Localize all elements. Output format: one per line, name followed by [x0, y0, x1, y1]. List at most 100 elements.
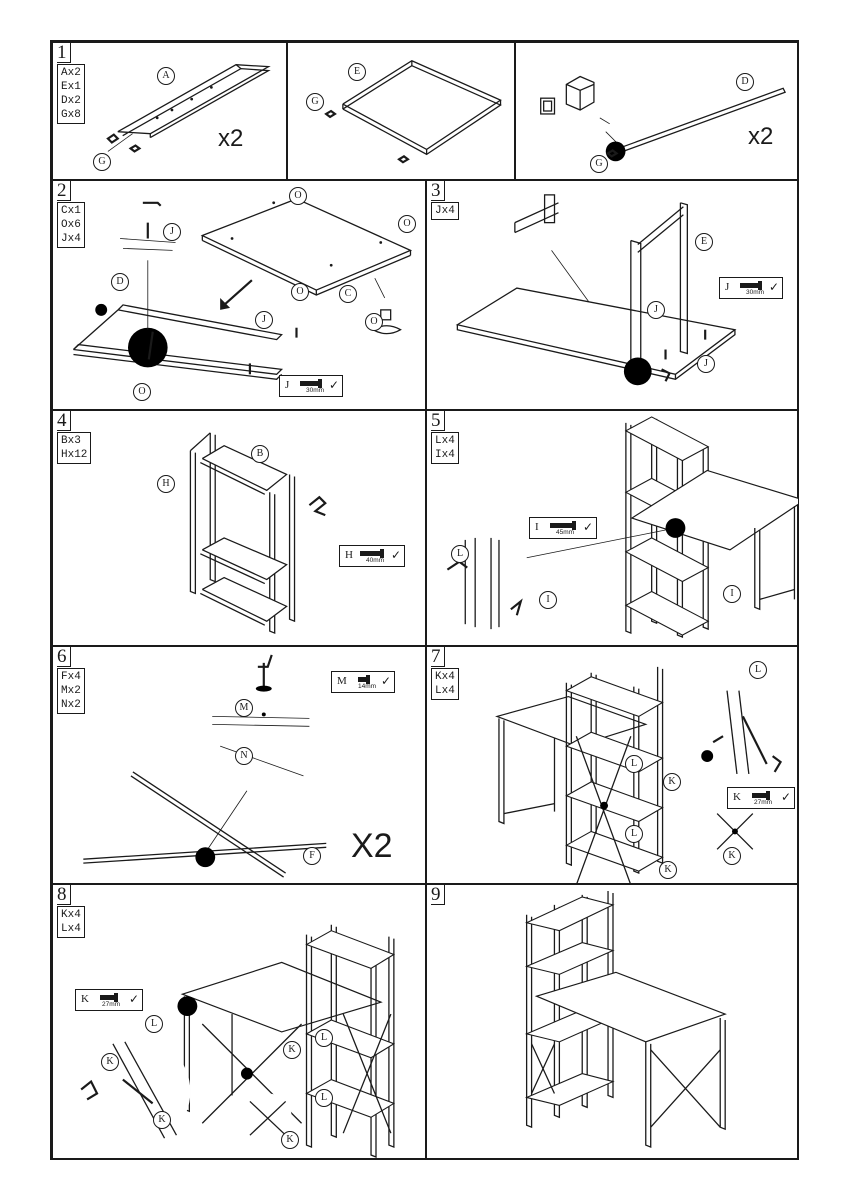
- callout-n: N: [235, 747, 253, 765]
- screw-icon: [358, 675, 370, 684]
- part-count: Kx4: [435, 671, 455, 683]
- part-count: Nx2: [61, 699, 81, 711]
- screw-icon: [100, 993, 118, 1002]
- callout-l: L: [315, 1029, 333, 1047]
- step-number: 8: [57, 885, 71, 905]
- parts-list: Fx4 Mx2 Nx2: [57, 668, 85, 714]
- callout-j: J: [647, 301, 665, 319]
- screw-length: 27mm: [102, 1001, 121, 1008]
- desk-leg-frame-drawing: [455, 190, 737, 386]
- callout-b: B: [251, 445, 269, 463]
- check-icon: ✓: [582, 520, 593, 534]
- screw-h-box: H 40mm ✓: [339, 545, 405, 567]
- screw-k-box: K 27mm ✓: [75, 989, 143, 1011]
- screw-label: K: [81, 993, 89, 1005]
- desktop-assembly-drawing: [72, 198, 413, 380]
- callout-o: O: [289, 187, 307, 205]
- parts-list: Kx4 Lx4: [431, 668, 459, 700]
- screw-label: H: [345, 549, 353, 561]
- callout-l: L: [625, 755, 643, 773]
- callout-k: K: [283, 1041, 301, 1059]
- step-6-panel: 6 Fx4 Mx2 Nx2 M N F X2 M: [52, 646, 426, 884]
- part-count: Mx2: [61, 685, 81, 697]
- check-icon: ✓: [328, 378, 339, 392]
- screw-length: 30mm: [746, 289, 765, 296]
- callout-g: G: [93, 153, 111, 171]
- step-number: 1: [57, 43, 71, 63]
- screw-i-box: I 45mm ✓: [529, 517, 597, 539]
- callout-j: O: [133, 383, 151, 401]
- parts-list: Lx4 Ix4: [431, 432, 459, 464]
- part-count: Cx1: [61, 205, 81, 217]
- shelf-to-desk-drawing: [437, 416, 798, 639]
- screw-label: I: [535, 521, 539, 533]
- callout-h: H: [157, 475, 175, 493]
- part-count: Gx8: [61, 109, 81, 121]
- step-2-panel: 2 Cx1 Ox6 Jx4: [52, 180, 426, 410]
- screw-length: 30mm: [306, 387, 325, 394]
- step-number: 3: [431, 181, 445, 201]
- step-3-panel: 3 Jx4 E J J J 30mm ✓: [426, 180, 799, 410]
- callout-k: K: [153, 1111, 171, 1129]
- part-count: Ax2: [61, 67, 81, 79]
- callout-o: O: [398, 215, 416, 233]
- callout-e: E: [695, 233, 713, 251]
- screw-length: 27mm: [754, 799, 773, 806]
- callout-l: L: [451, 545, 469, 563]
- check-icon: ✓: [128, 992, 139, 1006]
- multiplier: x2: [748, 123, 774, 150]
- step-9-panel: 9: [426, 884, 799, 1160]
- parts-list: Kx4 Lx4: [57, 906, 85, 938]
- part-count: Jx4: [435, 205, 455, 217]
- multiplier: x2: [218, 125, 244, 152]
- screw-m-box: M 14mm ✓: [331, 671, 395, 693]
- rear-brace-drawing: [79, 924, 396, 1158]
- callout-j: J: [697, 355, 715, 373]
- screw-label: M: [337, 675, 347, 687]
- check-icon: ✓: [390, 548, 401, 562]
- callout-a: A: [157, 67, 175, 85]
- callout-k: K: [663, 773, 681, 791]
- check-icon: ✓: [768, 280, 779, 294]
- callout-e: E: [348, 63, 366, 81]
- parts-list: Cx1 Ox6 Jx4: [57, 202, 85, 248]
- check-icon: ✓: [380, 674, 391, 688]
- part-count: Jx4: [61, 233, 81, 245]
- cross-brace-drawing: [83, 654, 327, 878]
- finished-desk-drawing: [524, 890, 727, 1149]
- check-icon: ✓: [780, 790, 791, 804]
- instruction-sheet: 1 Ax2 Ex1 Dx2 Gx8 A G x2: [50, 40, 799, 1160]
- part-count: Lx4: [61, 923, 81, 935]
- part-count: Ex1: [61, 81, 81, 93]
- part-count: Bx3: [61, 435, 81, 447]
- callout-j: J: [163, 223, 181, 241]
- step-8-panel: 8 Kx4 Lx4 L K K: [52, 884, 426, 1160]
- step-number: 7: [431, 647, 445, 667]
- screw-j-box: J 30mm ✓: [719, 277, 783, 299]
- shelf-unit-drawing: [189, 432, 327, 635]
- part-count: Lx4: [435, 685, 455, 697]
- callout-k: K: [281, 1131, 299, 1149]
- callout-l: L: [145, 1015, 163, 1033]
- callout-l: L: [315, 1089, 333, 1107]
- screw-icon: [740, 281, 762, 290]
- screw-length: 45mm: [556, 529, 575, 536]
- callout-o: O: [291, 283, 309, 301]
- callout-k: K: [723, 847, 741, 865]
- callout-d: D: [111, 273, 129, 291]
- screw-label: J: [725, 281, 730, 293]
- callout-g: G: [306, 93, 324, 111]
- part-count: Hx12: [61, 449, 88, 461]
- step-1-panel-b: E G: [287, 42, 515, 180]
- parts-list: Ax2 Ex1 Dx2 Gx8: [57, 64, 85, 124]
- screw-length: 14mm: [358, 683, 377, 690]
- part-count: Ix4: [435, 449, 455, 461]
- screw-label: K: [733, 791, 741, 803]
- brace-install-drawing: [495, 666, 794, 883]
- callout-c: C: [339, 285, 357, 303]
- callout-f: F: [303, 847, 321, 865]
- callout-i: I: [723, 585, 741, 603]
- frame-a-drawing: [106, 64, 271, 153]
- screw-j-box: J 30mm ✓: [279, 375, 343, 397]
- step-number: 6: [57, 647, 71, 667]
